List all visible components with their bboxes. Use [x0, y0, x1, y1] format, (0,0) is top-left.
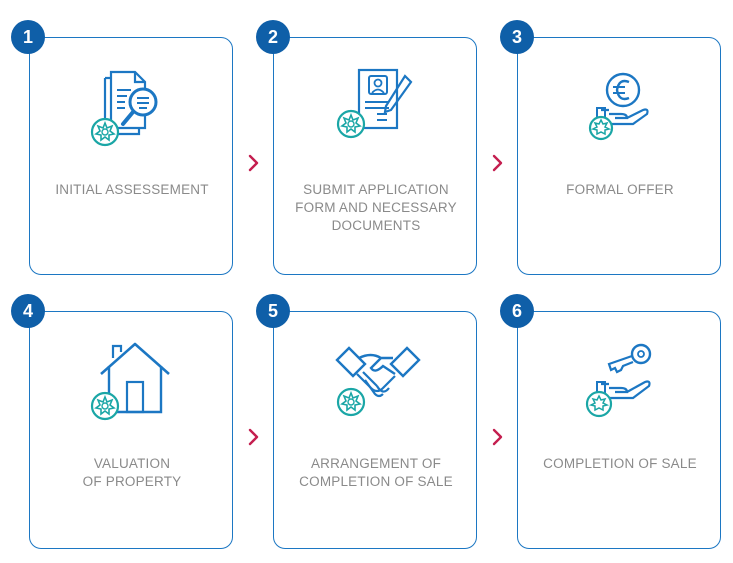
- step-label: ARRANGEMENT OF COMPLETION OF SALE: [299, 456, 453, 489]
- step-number-badge-3: 3: [500, 20, 534, 54]
- step-card-4: VALUATION OF PROPERTY: [29, 311, 233, 549]
- step-card-5: ARRANGEMENT OF COMPLETION OF SALE: [273, 311, 477, 549]
- document-search-icon: [30, 62, 234, 152]
- euro-offer-icon: [518, 62, 722, 152]
- step-label: FORMAL OFFER: [566, 182, 674, 197]
- step-label: VALUATION OF PROPERTY: [82, 456, 182, 489]
- chevron-right-icon: [248, 428, 259, 446]
- chevron-right-icon: [492, 428, 503, 446]
- step-card-3: FORMAL OFFER: [517, 37, 721, 275]
- step-number-badge-4: 4: [11, 294, 45, 328]
- step-card-6: COMPLETION OF SALE: [517, 311, 721, 549]
- step-number-badge-5: 5: [256, 294, 290, 328]
- step-label: COMPLETION OF SALE: [543, 456, 697, 471]
- step-number-badge-2: 2: [256, 20, 290, 54]
- step-number-badge-6: 6: [500, 294, 534, 328]
- handshake-icon: [274, 336, 478, 426]
- house-icon: [30, 336, 234, 426]
- application-form-icon: [274, 62, 478, 152]
- chevron-right-icon: [248, 154, 259, 172]
- step-label: SUBMIT APPLICATION FORM AND NECESSARY DO…: [295, 182, 457, 233]
- step-number-badge-1: 1: [11, 20, 45, 54]
- chevron-right-icon: [492, 154, 503, 172]
- step-card-2: SUBMIT APPLICATION FORM AND NECESSARY DO…: [273, 37, 477, 275]
- step-label: INITIAL ASSESSEMENT: [55, 182, 209, 197]
- step-card-1: INITIAL ASSESSEMENT: [29, 37, 233, 275]
- key-handover-icon: [518, 336, 722, 426]
